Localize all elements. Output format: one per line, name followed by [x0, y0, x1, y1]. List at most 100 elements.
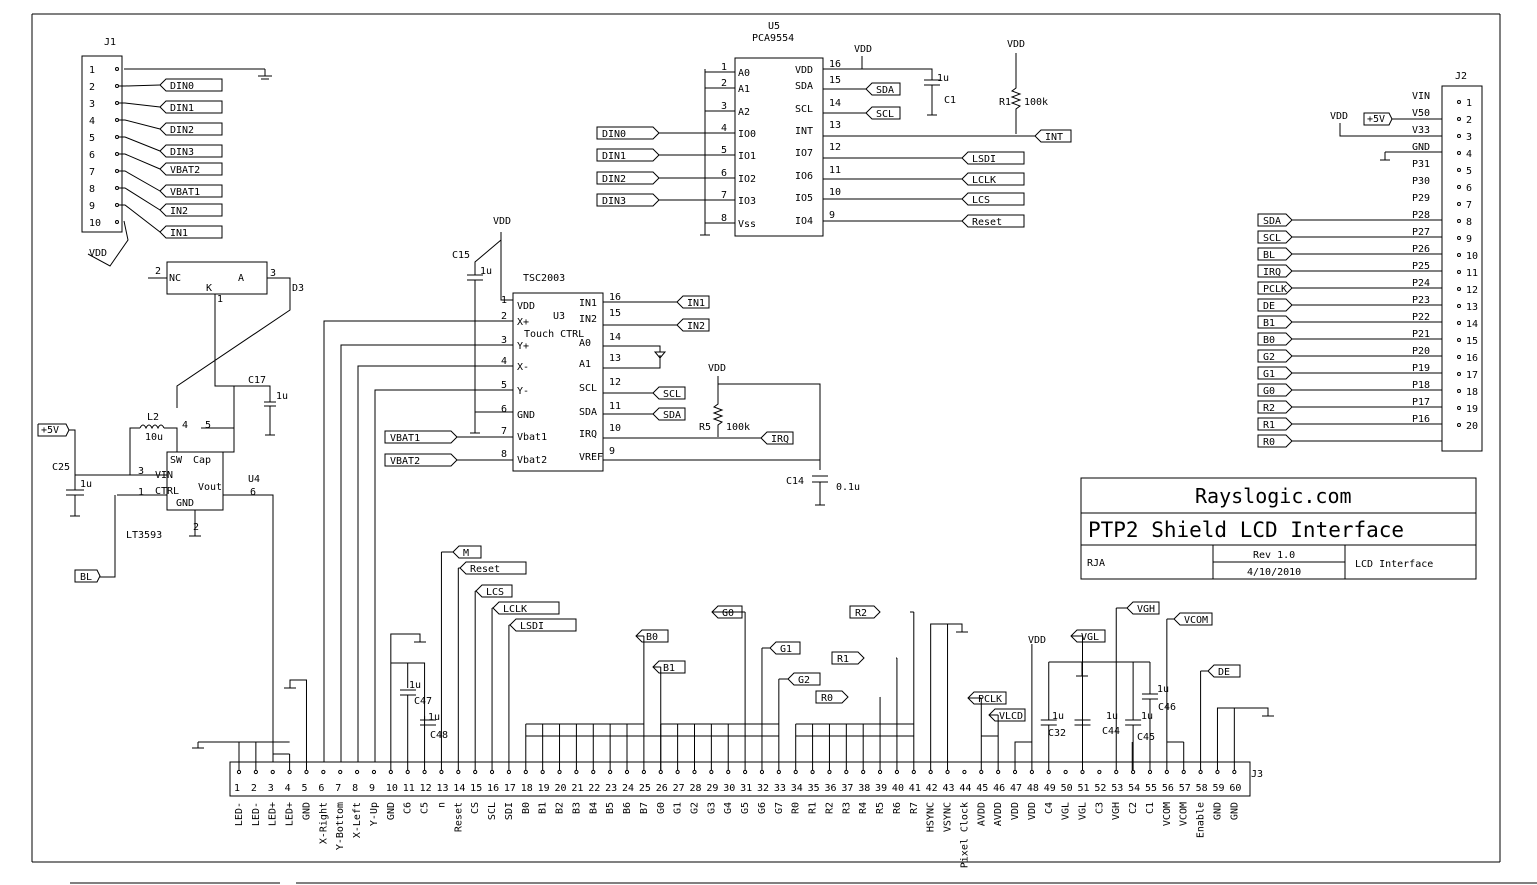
l2-ref: L2 — [147, 412, 159, 423]
u4-pin3: 3 — [138, 466, 144, 477]
j2-pin-name-p16: P16 — [1412, 414, 1430, 425]
j2-pin-dot — [1457, 117, 1461, 121]
j1-pin-dot — [115, 186, 119, 190]
j2-net-r1-shape — [1257, 417, 1293, 431]
u3-vdd-label: VDD — [493, 216, 511, 227]
u5-out-lsdi-shape — [961, 151, 1025, 165]
u3-out-scl-shape — [652, 386, 686, 400]
j2-net-irq: IRQ — [1257, 264, 1293, 278]
j2-pin-17: 17 — [1466, 370, 1478, 381]
j2-pin-name-vin: VIN — [1412, 91, 1430, 102]
j3-net-vgh-label: VGH — [1137, 604, 1155, 615]
j3-pin-dot — [270, 769, 275, 775]
u3-pin-num-11: 11 — [609, 401, 621, 412]
j2-net-g0: G0 — [1257, 383, 1293, 397]
j3-pin-41: 41 — [909, 783, 921, 794]
u5-out-lcs: LCS — [961, 192, 1025, 206]
cap-value-c44: 1u — [1106, 711, 1118, 722]
u3-net-vbat2-label: VBAT2 — [390, 456, 420, 467]
c17-ref: C17 — [248, 375, 266, 386]
j2-pin-20: 20 — [1466, 421, 1478, 432]
u5-out-reset-label: Reset — [972, 217, 1002, 228]
j2-net-sda-label: SDA — [1263, 216, 1281, 227]
j3-pin-4: 4 — [285, 783, 291, 794]
j3-pin-dot — [844, 769, 849, 775]
u5-out-lclk: LCLK — [961, 172, 1025, 186]
j3-net-r2-shape — [849, 605, 881, 619]
u5-net-din0-shape — [596, 126, 660, 140]
j3-pin-dot — [1114, 769, 1119, 775]
u3-net-vbat2-shape — [384, 453, 458, 467]
u3-net-vbat1: VBAT1 — [384, 430, 458, 444]
title-main: PTP2 Shield LCD Interface — [1088, 518, 1404, 542]
u3-part: TSC2003 — [523, 273, 565, 284]
u3-out-in1-label: IN1 — [687, 298, 705, 309]
j3-pin-name-46: AVDD — [993, 802, 1004, 826]
j2-net-pclk-shape — [1257, 281, 1293, 295]
u5-net-din0-label: DIN0 — [602, 129, 626, 140]
j1-pin-dot — [115, 118, 119, 122]
j3-net-lcs-label: LCS — [486, 587, 504, 598]
u5-pin-num-14: 14 — [829, 98, 841, 109]
u5-pin-vss: Vss — [738, 219, 756, 230]
j3-pin-dot — [354, 769, 360, 775]
j2-pin-9: 9 — [1466, 234, 1472, 245]
j3-net-lclk: LCLK — [492, 601, 560, 615]
d3-nc: NC — [169, 273, 181, 284]
u3-pin-a0: A0 — [579, 338, 591, 349]
j3-pin-dot — [1181, 769, 1186, 775]
j3-pin-dot — [371, 769, 377, 775]
u5-net-din0: DIN0 — [596, 126, 660, 140]
j3-pin-name-41: R7 — [909, 802, 920, 814]
j1-net-din3: DIN3 — [159, 144, 223, 158]
j3-net-r0-label: R0 — [821, 693, 833, 704]
j3-pin-dot — [1131, 769, 1136, 775]
j2-pin-name-p30: P30 — [1412, 176, 1430, 187]
j3-pin-name-6: X-Right — [318, 802, 329, 844]
j3-pin-dot — [1097, 769, 1102, 775]
j3-net-vgl: VGL — [1070, 629, 1106, 643]
d3-pin1: 1 — [217, 294, 223, 305]
j3-pin-dot — [489, 769, 495, 775]
j3-net-b1-shape — [652, 660, 686, 674]
u3-out-in1: IN1 — [676, 295, 710, 309]
j3-pin-55: 55 — [1145, 783, 1157, 794]
j3-net-g1: G1 — [769, 641, 801, 655]
j2-net-g1-label: G1 — [1263, 369, 1275, 380]
j3-pin-dot — [776, 769, 781, 775]
u4-pin6: 6 — [250, 487, 256, 498]
j1-pin-dot — [115, 152, 119, 156]
j3-pin-dot — [608, 769, 613, 775]
j1-pin-10: 10 — [89, 218, 101, 229]
j3-pin-dot — [709, 769, 714, 775]
d3-k: K — [206, 283, 212, 294]
j3-net-lclk-shape — [492, 601, 560, 615]
j3-pin-name-3: LED+ — [268, 802, 279, 826]
j3-pin-dot — [439, 769, 444, 775]
r1-value: 100k — [1024, 97, 1048, 108]
j3-pin-name-38: R4 — [858, 802, 869, 814]
j3-pin-dot — [1046, 769, 1051, 775]
j3-pin-name-14: Reset — [453, 802, 464, 832]
u4-pin5: 5 — [205, 420, 211, 431]
j2-pin-name-p31: P31 — [1412, 159, 1430, 170]
j3-net-vgl-shape — [1070, 629, 1106, 643]
j2-pin-2: 2 — [1466, 115, 1472, 126]
j1-net-vbat2-shape — [159, 162, 223, 176]
u3-out-scl: SCL — [652, 386, 686, 400]
r5-vdd-label: VDD — [708, 363, 726, 374]
j3-pin-dot — [1029, 769, 1034, 775]
j2-net-g2-shape — [1257, 349, 1293, 363]
title-block: Rayslogic.com PTP2 Shield LCD Interface … — [1080, 477, 1477, 580]
j3-pin-dot — [557, 769, 562, 775]
j2-net-b1-label: B1 — [1263, 318, 1275, 329]
u3-pin-sda: SDA — [579, 407, 597, 418]
j3-pin-dot — [624, 769, 630, 775]
j2-net-r2-label: R2 — [1263, 403, 1275, 414]
j2-net-scl-label: SCL — [1263, 233, 1281, 244]
j3-pin-dot — [658, 769, 663, 775]
j2-pin-dot — [1457, 321, 1461, 325]
u4-led-driver: SW Cap VIN CTRL Vout GND 4 5 3 1 6 2 U4 … — [37, 375, 288, 770]
j2-net-b0-shape — [1257, 332, 1293, 346]
j3-pin-dot — [1232, 769, 1237, 775]
